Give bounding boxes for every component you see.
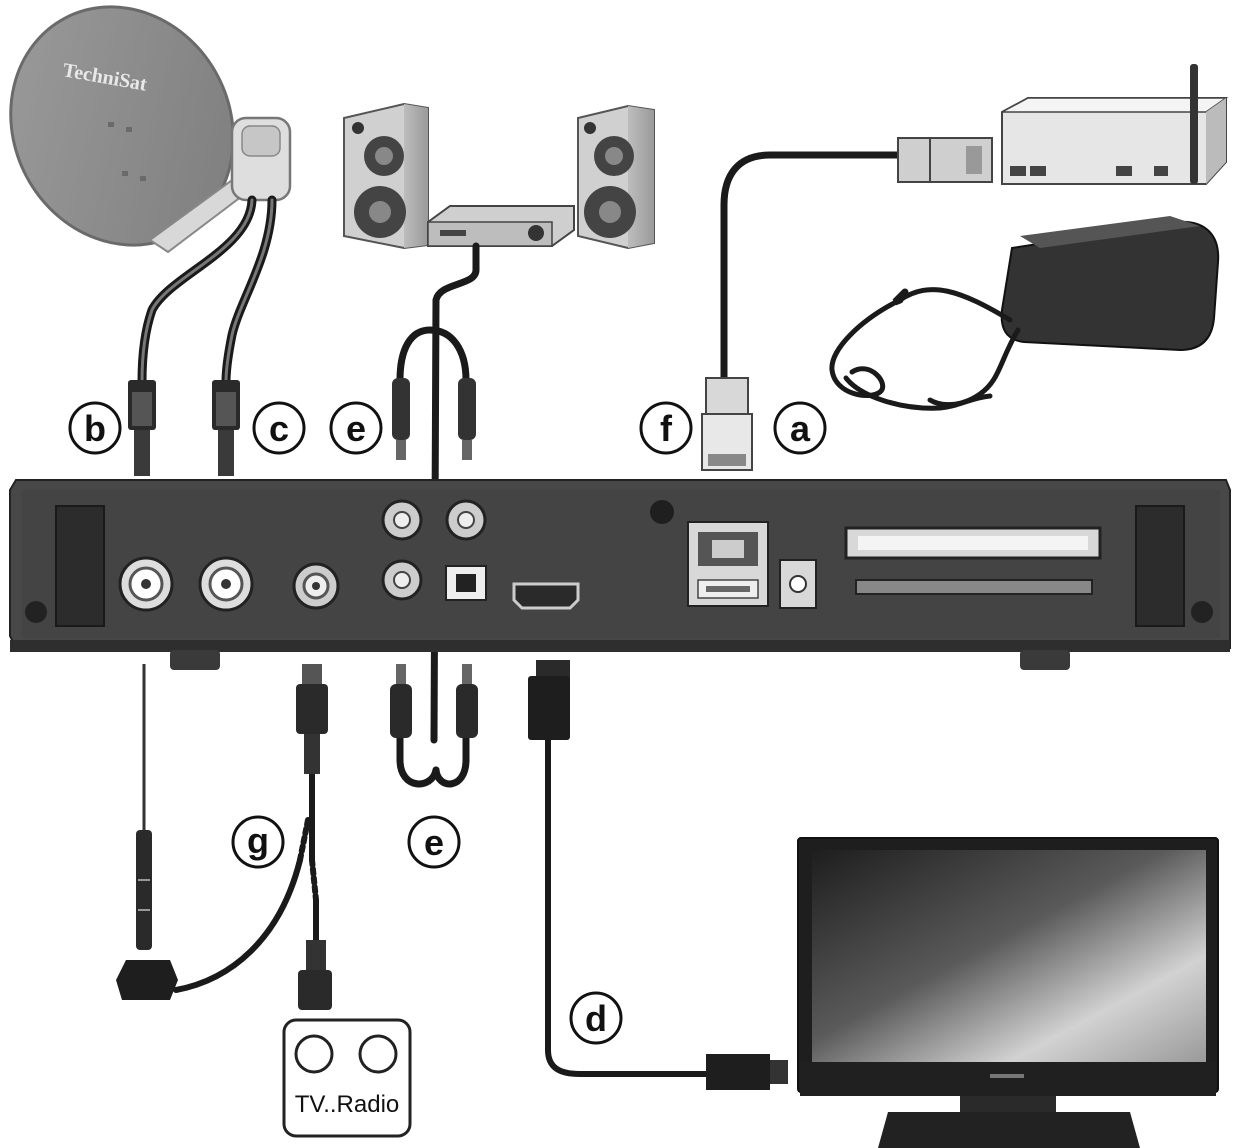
- wifi-router: [1001, 64, 1229, 185]
- callout-g-letter: g: [247, 820, 269, 861]
- coax-plug-bottom: [298, 940, 332, 1010]
- callout-c: c: [252, 401, 306, 455]
- rca-audio-ports: [381, 499, 487, 601]
- rca-plugs-bottom: [390, 664, 478, 738]
- television: [797, 837, 1219, 1148]
- callout-b-letter: b: [84, 408, 106, 449]
- right-speaker: [577, 104, 655, 250]
- rod-antenna: [116, 664, 178, 1000]
- lnb-cables: [137, 195, 277, 387]
- callout-a-letter: a: [790, 408, 811, 449]
- receiver: [9, 479, 1231, 670]
- callout-d: d: [569, 991, 623, 1045]
- rj45-coupler: [897, 137, 993, 183]
- left-speaker: [343, 102, 429, 250]
- callout-e-bottom: e: [407, 815, 461, 869]
- network-cable-f: [720, 151, 904, 384]
- rj45-plug: [701, 377, 753, 471]
- power-input-port: [779, 559, 817, 609]
- audio-amplifier: [427, 205, 575, 247]
- wall-socket: TV..Radio: [282, 1018, 412, 1138]
- power-cable: [829, 287, 1021, 411]
- antenna-cable-g: [173, 767, 319, 993]
- f-connector-c: [212, 380, 240, 476]
- callout-g: g: [231, 815, 285, 869]
- wall-socket-label: TV..Radio: [295, 1091, 400, 1118]
- callout-d-letter: d: [585, 998, 607, 1039]
- optical-port: [445, 565, 487, 601]
- callout-e-top: e: [329, 401, 383, 455]
- antenna-input-port: [292, 562, 340, 610]
- card-slots: [844, 526, 1102, 595]
- hdmi-port: [512, 582, 580, 610]
- callout-b: b: [68, 401, 122, 455]
- satellite-dish: TechniSat: [9, 5, 292, 254]
- rca-plugs-top: [392, 378, 476, 460]
- callout-a: a: [773, 401, 827, 455]
- callout-e-top-letter: e: [346, 408, 366, 449]
- audio-cable-e: [396, 242, 480, 788]
- callout-f-letter: f: [660, 408, 673, 449]
- hdmi-cable-d: [528, 660, 788, 1090]
- f-connector-b: [128, 380, 156, 476]
- coax-plug-top: [296, 664, 328, 774]
- ethernet-usb-ports: [687, 521, 769, 607]
- power-adapter: [1000, 216, 1220, 352]
- callout-e-bottom-letter: e: [424, 822, 444, 863]
- callout-f: f: [639, 401, 693, 455]
- callout-c-letter: c: [269, 408, 289, 449]
- lnb-input-ports: [118, 556, 254, 612]
